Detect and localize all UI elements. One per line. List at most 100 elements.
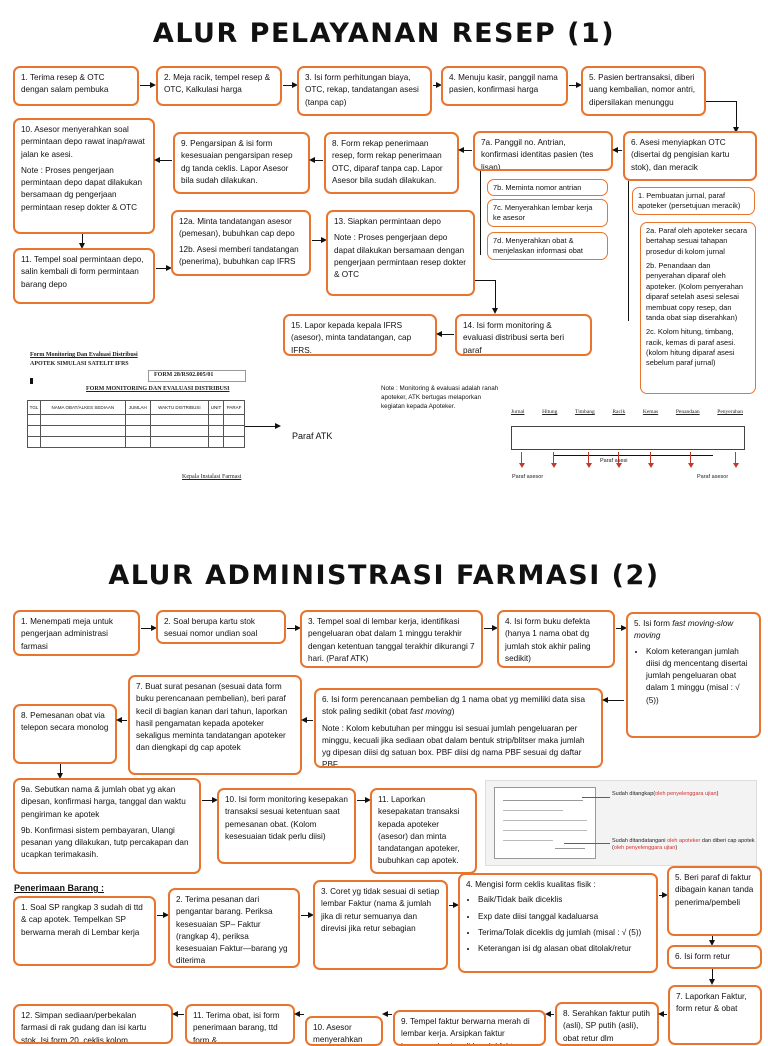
sp-note-2-red: oleh apoteker [667,838,701,844]
step-5-box: 5. Pasien bertransaksi, diberi uang kemb… [581,66,706,116]
receive-step-9-box: 9. Tempel faktur berwarna merah di lemba… [393,1010,546,1046]
admin-arrow-10-11 [357,797,371,803]
arrow-10-11 [79,234,85,249]
admin-arrow-1-2 [141,625,157,631]
form-col-unit: UNIT [207,400,225,415]
admin-step-10-box: 10. Isi form monitoring kesepakan transa… [217,788,356,864]
jurnal-col-jurnal: Jurnal [511,409,525,415]
receive-arrow-1-2 [157,912,169,918]
red-arrow-hitung [550,452,557,468]
admin-arrow-6-7 [301,717,313,723]
arrow-1-2 [140,82,156,88]
red-arrow-racik [615,452,622,468]
receive-step-4-item: Baik/Tidak baik diceklis [478,894,650,906]
red-arrow-penyerahan [732,452,739,468]
penerimaan-heading: Penerimaan Barang : [14,883,105,893]
receive-step-4-item: Keterangan isi dg alasan obat ditolak/re… [478,943,650,955]
receive-arrow-5-6 [709,936,715,946]
step-10-note: Note : Proses pengerjaan permintaan depo… [21,165,143,212]
admin-arrow-3-4 [484,625,498,631]
sp-note-2-post: ) [675,845,678,852]
receive-step-4-text: 4. Mengisi form ceklis kualitas fisik : [466,880,596,889]
admin-step-4-box: 4. Isi form buku defekta (hanya 1 nama o… [497,610,615,668]
step-2-box: 2. Meja racik, tempel resep & OTC, Kalku… [156,66,282,106]
step-7c-box: 7c. Menyerahkan lembar kerja ke asesor [487,199,608,227]
section2-title: ALUR ADMINISTRASI FARMASI (2) [108,560,660,591]
jurnal-col-racik: Racik [612,409,626,415]
admin-step-8-box: 8. Pemesanan obat via telepon secara mon… [13,704,117,764]
receive-arrow-2-3 [301,912,314,918]
receive-step-10-box: 10. Asesor menyerahkan dua ke petugas [305,1016,383,1046]
jurnal-col-hitung: Hitung [542,409,558,415]
step-14-box: 14. Isi form monitoring & evaluasi distr… [455,314,592,356]
receive-step-4-list: Baik/Tidak baik diceklis Exp date diisi … [466,894,650,955]
sp-note-2-pre: Sudah ditandatangani [612,838,668,844]
receive-step-12-box: 12. Simpan sediaan/perbekalan farmasi di… [13,1004,173,1044]
admin-step-9-box: 9a. Sebutkan nama & jumlah obat yg akan … [13,778,201,874]
admin-arrow-5-6 [602,697,624,703]
admin-step-1-box: 1. Menempati meja untuk pengerjaan admin… [13,610,140,656]
paraf-atk-label: Paraf ATK [292,431,333,441]
step-12b-text: 12b. Asesi memberi tandatangan (penerima… [179,244,299,266]
receive-arrow-7-8 [658,1011,667,1017]
step-7a-box: 7a. Panggil no. Antrian, konfirmasi iden… [473,131,613,171]
jurnal-table [511,426,745,450]
step-6-2-box: 2a. Paraf oleh apoteker secara bertahap … [640,222,756,394]
receive-step-7-box: 7. Laporkan Faktur, form retur & obat [668,985,762,1045]
form-col-nama: NAMA OBAT/ALKES SEDIAAN [39,400,126,415]
form-col-waktu: WAKTU DISTRIBUSI [149,400,209,415]
step-11-box: 11. Tempel soal permintaan depo, salin k… [13,248,155,304]
admin-step-6-prefix: 6. Isi form perencanaan pembelian dg 1 n… [322,695,586,717]
arrow-6-7a [612,147,622,153]
arrow-2-3 [283,82,298,88]
arrow-7a-8 [458,147,472,153]
arrow-13-14 [492,280,498,314]
jurnal-col-timbang: Timbang [575,409,595,415]
step-6-box: 6. Asesi menyiapkan OTC (disertai dg pen… [623,131,757,181]
admin-step-9a-text: 9a. Sebutkan nama & jumlah obat yg akan … [21,785,186,819]
connector-6-sub [628,181,629,321]
step-13-note: Note : Proses pengerjaan depo dapat dila… [334,233,466,280]
arrow-14-15 [436,331,454,337]
arrow-5-6 [733,101,739,133]
form-col-tgl: TGL [27,400,41,415]
admin-step-5-em: fast moving-slow moving [634,619,734,641]
step-10-box: 10. Asesor menyerahkan soal permintaan d… [13,118,155,234]
step-9-box: 9. Pengarsipan & isi form kesesuaian pen… [173,132,310,194]
sp-note-1-pre: Sudah ditangkap( [612,791,656,797]
arrow-4-5 [569,82,582,88]
arrow-3-4 [433,82,442,88]
arrow-8-9 [309,157,323,163]
section1-title: ALUR PELAYANAN RESEP (1) [152,18,616,49]
form-sign: Kepala Instalasi Farmasi [182,474,242,480]
sp-document [494,787,596,859]
receive-step-8-box: 8. Serahkan faktur putih (asli), SP puti… [555,1002,659,1046]
sp-note-1-red: oleh penyelenggara ujian [655,791,717,797]
form-mark [30,378,33,384]
admin-step-6-suffix: ) [451,707,455,717]
receive-step-4-box: 4. Mengisi form ceklis kualitas fisik : … [458,873,658,973]
receive-step-4-item: Terima/Tolak diceklis dg jumlah (misal :… [478,927,650,939]
admin-step-6-em: fast moving [409,707,452,717]
connector-5-6 [706,101,736,102]
sp-note-2: Sudah ditandatangani oleh apoteker dan d… [612,838,757,852]
admin-step-6-box: 6. Isi form perencanaan pembelian dg 1 n… [314,688,603,768]
arrow-to-paraf-atk [245,423,281,429]
jurnal-col-penandaan: Penandaan [675,409,700,415]
admin-step-5-list: Kolom keterangan jumlah diisi dg mencent… [634,646,753,707]
step-7b-box: 7b. Meminta nomor antrian [487,179,608,196]
paraf-asesor-left-label: Paraf asesor [512,474,544,480]
receive-arrow-3-4 [449,902,459,908]
arrow-12-13 [312,237,327,243]
arrow-9-10 [154,157,172,163]
step-12a-text: 12a. Minta tandatangan asesor (pemesan),… [179,217,295,239]
step-4-box: 4. Menuju kasir, panggil nama pasien, ko… [441,66,568,106]
form-table: TGL NAMA OBAT/ALKES SEDIAAN JUMLAH WAKTU… [27,400,245,448]
step-3-box: 3. Isi form perhitungan biaya, OTC, reka… [297,66,432,116]
admin-arrow-2-3 [287,625,301,631]
receive-step-4-item: Exp date diisi tanggal kadaluarsa [478,911,650,923]
admin-step-7-box: 7. Buat surat pesanan (sesuai data form … [128,675,302,775]
receive-step-1-box: 1. Soal SP rangkap 3 sudah di ttd & cap … [13,896,156,966]
admin-step-3-box: 3. Tempel soal di lembar kerja, identifi… [300,610,483,668]
red-arrow-penandaan [687,452,694,468]
